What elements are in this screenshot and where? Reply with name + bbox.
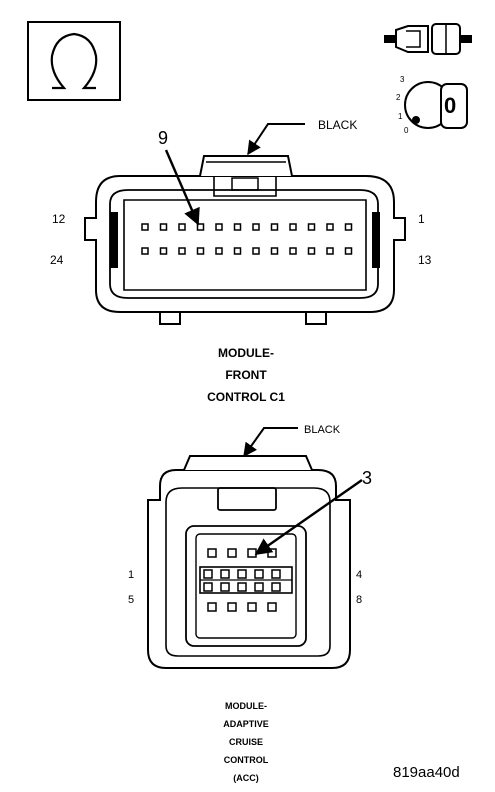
connector1-caption-line3: CONTROL C1 [207, 390, 285, 404]
connector1-pin-24-label: 24 [50, 253, 64, 267]
connector1-pin-cavity [289, 223, 297, 231]
connector1-pin-cavity [159, 223, 168, 231]
connector2-pin-cavity [267, 602, 277, 612]
connector2-terminal-slot [271, 569, 281, 579]
connector2-pin-cavity [247, 602, 257, 612]
connector1-pin-cavity [233, 223, 242, 231]
connector2-terminal-slot [254, 569, 264, 579]
key-position-3: 3 [400, 75, 405, 84]
connector1-pin-cavity [344, 247, 353, 255]
connector1-pin-cavity [178, 247, 186, 255]
connector1-pin-cavity [252, 247, 260, 255]
connector1-caption-line2: FRONT [225, 368, 267, 382]
connector2-pin-4-label: 4 [356, 569, 363, 581]
connector2-pin-cavity [227, 602, 237, 612]
connector2-pin-8-label: 8 [356, 594, 363, 606]
connector2-caption-line4: CONTROL [223, 755, 269, 765]
connector1-pin-cavity [215, 247, 223, 255]
connector1-pin-1-label: 1 [418, 212, 425, 226]
connector2-color-label: BLACK [304, 424, 341, 436]
connector1-pin-cavity [270, 247, 279, 255]
connector2-pin-grid [203, 548, 281, 612]
connector1-pin-cavity [326, 247, 334, 255]
connector1-pin-cavity [196, 223, 205, 231]
connector2-pin-cavity [227, 548, 237, 558]
connector2-caption-line1: MODULE- [225, 701, 267, 711]
connector2-terminal-slot [254, 582, 264, 592]
ignition-key-icon [404, 81, 468, 129]
connector1-pin-callout-arrow [164, 149, 200, 226]
connector1-pin-cavity [141, 223, 149, 231]
connector2-housing [147, 455, 351, 669]
connector2-callout-pin: 3 [362, 468, 373, 488]
connector1-pin-cavity [178, 223, 186, 231]
ohmmeter-icon [27, 21, 121, 101]
connector2-caption-line5: (ACC) [233, 773, 259, 783]
connector2-pin-5-label: 5 [128, 594, 135, 606]
connector1-pin-cavity [307, 223, 316, 231]
connector1-pin-12-label: 12 [52, 212, 66, 226]
key-position-1: 1 [398, 112, 403, 121]
connector2-color-leader [243, 427, 298, 458]
figure-id: 819aa40d [393, 764, 460, 781]
connector-probe-icon [384, 23, 472, 55]
key-position-2: 2 [396, 93, 401, 102]
connector1-color-leader [247, 123, 305, 156]
connector2-terminal-slot [271, 582, 281, 592]
connector1-housing [84, 155, 406, 325]
connector2-pin-cavity [207, 548, 217, 558]
connector2-caption: MODULE- ADAPTIVE CRUISE CONTROL (ACC) [180, 697, 312, 787]
key-position-0: 0 [404, 126, 409, 135]
connector1-pin-cavity [141, 247, 149, 255]
connector2-terminal-slot [203, 569, 213, 579]
connector1-color-label: BLACK [318, 118, 358, 132]
connector1-pin-cavity [289, 247, 297, 255]
connector2-caption-line3: CRUISE [228, 737, 263, 747]
connector1-pin-cavity [326, 223, 334, 231]
connector1-caption-line1: MODULE- [218, 346, 274, 360]
connector1-pin-cavity [307, 247, 316, 255]
connector1-pin-cavity [196, 247, 205, 255]
connector2-terminal-slot [220, 569, 230, 579]
connector1-pin-cavity [344, 223, 353, 231]
connector2-pin-callout-arrow [254, 479, 363, 555]
connector1-pin-13-label: 13 [418, 253, 432, 267]
connector2-terminal-slot [203, 582, 213, 592]
connector1-pin-cavity [270, 223, 279, 231]
connector1-pin-cavity [159, 247, 168, 255]
connector1-pin-cavity [215, 223, 223, 231]
connector1-callout-pin: 9 [158, 128, 169, 148]
connector1-pin-grid [141, 223, 353, 255]
connector2-pin-1-label: 1 [128, 569, 135, 581]
connector1-pin-cavity [233, 247, 242, 255]
connector2-terminal-slot [237, 569, 247, 579]
connector2-terminal-slot [220, 582, 230, 592]
connector1-pin-cavity [252, 223, 260, 231]
key-label: 0 [444, 93, 457, 118]
connector2-caption-line2: ADAPTIVE [223, 719, 269, 729]
connector2-terminal-slot [237, 582, 247, 592]
connector1-caption: MODULE- FRONT CONTROL C1 [160, 342, 332, 408]
connector2-pin-cavity [207, 602, 217, 612]
